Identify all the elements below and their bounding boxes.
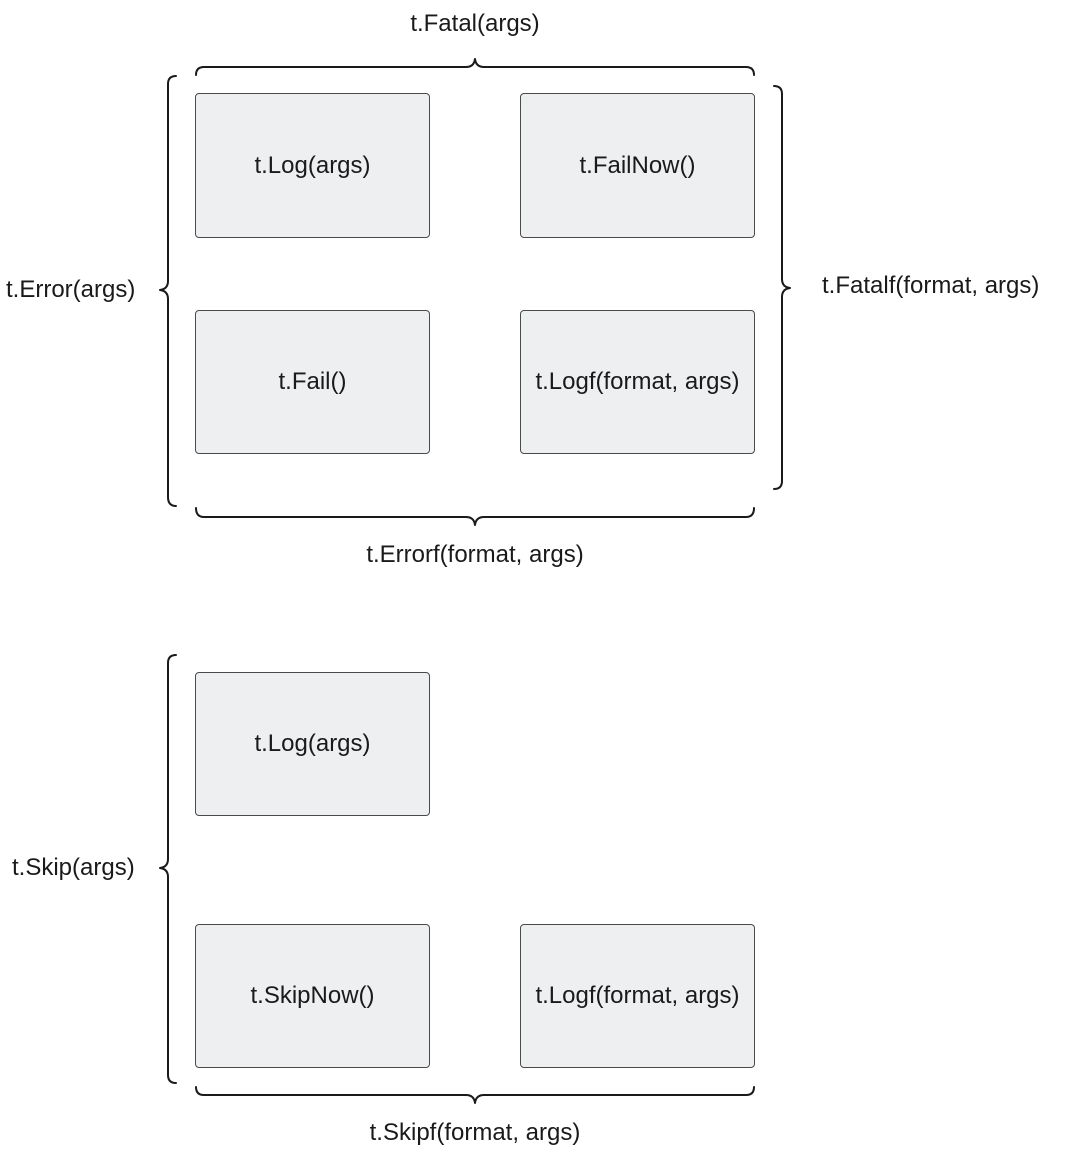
fatal-label: t.Fatal(args) — [410, 10, 540, 37]
error-label: t.Error(args) — [6, 276, 136, 303]
skip-log-box: t.Log(args) — [195, 672, 430, 816]
logf-box: t.Logf(format, args) — [520, 310, 755, 454]
skip-brace — [159, 654, 177, 1084]
errorf-brace — [195, 507, 755, 526]
fatalf-label: t.Fatalf(format, args) — [822, 272, 1040, 299]
skip-label: t.Skip(args) — [12, 854, 135, 881]
skipf-label: t.Skipf(format, args) — [369, 1119, 581, 1146]
skipf-brace — [195, 1086, 755, 1104]
error-brace — [159, 75, 177, 507]
fatalf-brace — [773, 85, 791, 490]
errorf-label: t.Errorf(format, args) — [366, 541, 584, 568]
fail-box: t.Fail() — [195, 310, 430, 454]
skip-logf-box: t.Logf(format, args) — [520, 924, 755, 1068]
skipnow-box: t.SkipNow() — [195, 924, 430, 1068]
failnow-box: t.FailNow() — [520, 93, 755, 238]
log-box: t.Log(args) — [195, 93, 430, 238]
fatal-brace — [195, 58, 755, 76]
